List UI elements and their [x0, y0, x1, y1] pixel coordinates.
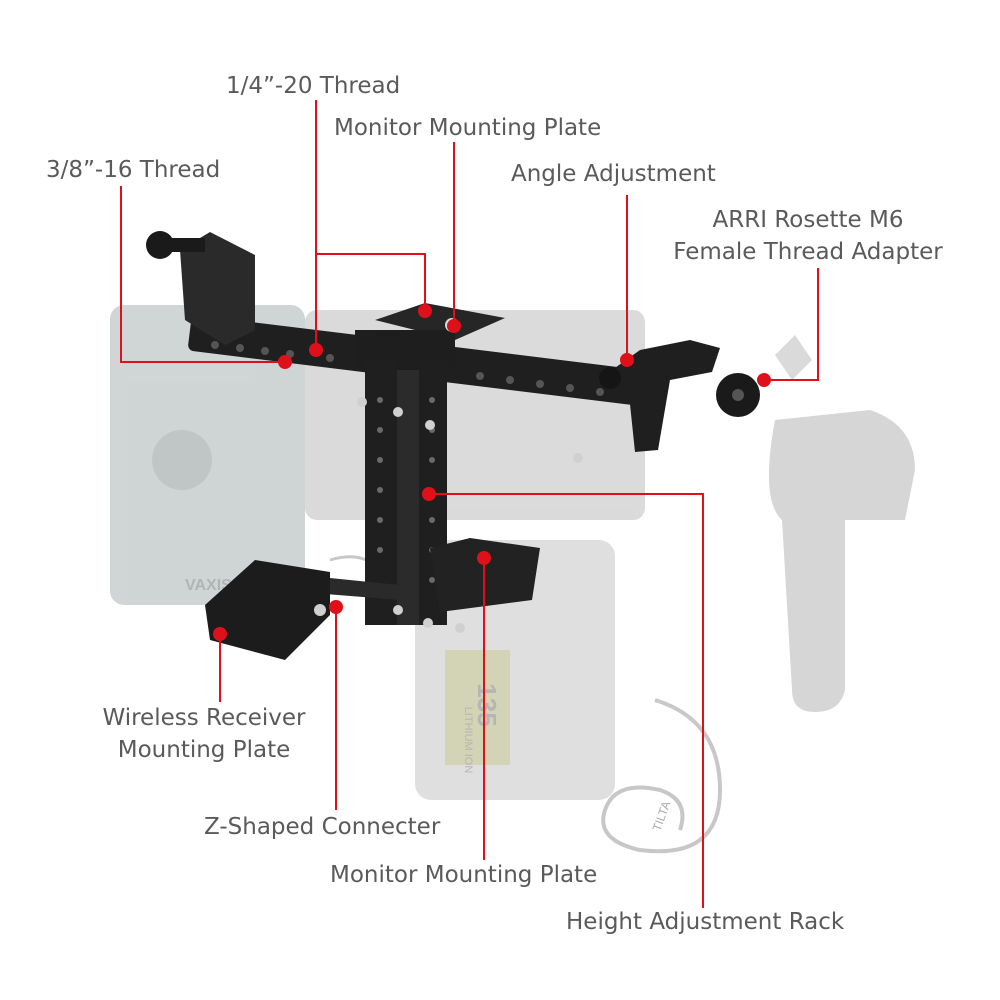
receiver-logo-text: VAXIS	[185, 577, 232, 594]
label-three-eighths-16-thread: 3/8”-16 Thread	[46, 157, 221, 183]
battery-brand-text: LITHIUM ION	[462, 707, 474, 774]
label-angle-adjustment: Angle Adjustment	[511, 161, 716, 187]
receiver-fan-ghost	[152, 430, 212, 490]
dot-z	[329, 600, 343, 614]
angle-adjustment-knob	[599, 367, 621, 389]
label-wireless-line1: Wireless Receiver	[102, 705, 306, 731]
angle-adjustment-arm	[605, 340, 720, 452]
left-angle-mount	[180, 232, 255, 345]
callout-line-1-4-branch	[316, 253, 426, 310]
rack-holes	[377, 397, 435, 583]
label-arri-line2: Female Thread Adapter	[673, 239, 943, 265]
callout-dots	[213, 304, 771, 641]
top-monitor-plate	[375, 303, 505, 340]
label-quarter-20-thread: 1/4”-20 Thread	[226, 73, 401, 99]
grip-ghost	[768, 410, 915, 712]
cable-brand-text: TILTA	[650, 799, 674, 833]
vertical-rack-middle	[397, 370, 419, 625]
label-height-adjustment-rack: Height Adjustment Rack	[566, 909, 845, 935]
dot-monitor-bottom	[477, 551, 491, 565]
dot-height	[422, 487, 436, 501]
battery-label-ghost	[445, 650, 510, 765]
wireless-receiver-plate	[205, 560, 330, 660]
dot-monitor-top	[447, 319, 461, 333]
rig-metal-parts	[146, 231, 760, 660]
grip-knob-ghost	[775, 335, 812, 380]
label-wireless-receiver: Wireless Receiver Mounting Plate	[90, 702, 318, 766]
dot-1-4-thread	[309, 343, 323, 357]
dot-3-8-thread	[278, 355, 292, 369]
label-z-shaped-connecter: Z-Shaped Connecter	[204, 814, 441, 840]
arri-rosette-center	[732, 389, 744, 401]
label-arri-line1: ARRI Rosette M6	[712, 207, 904, 233]
callout-line-arri	[764, 268, 819, 381]
label-monitor-plate-bottom: Monitor Mounting Plate	[330, 862, 598, 888]
bar-holes	[211, 341, 604, 396]
battery-logo-text: 135	[472, 683, 502, 726]
label-monitor-plate-top: Monitor Mounting Plate	[334, 115, 602, 141]
label-wireless-line2: Mounting Plate	[117, 737, 291, 763]
dot-wireless	[213, 627, 227, 641]
callout-line-height	[429, 493, 704, 908]
left-knob-stem	[160, 238, 205, 252]
dot-arri	[757, 373, 771, 387]
dot-angle	[620, 353, 634, 367]
label-arri-rosette: ARRI Rosette M6 Female Thread Adapter	[668, 204, 948, 268]
callout-line-3-8-thread	[120, 186, 282, 363]
cable-ghost	[601, 698, 723, 854]
silver-screws	[314, 397, 583, 633]
callout-lines	[120, 100, 819, 908]
dot-1-4-thread-b	[418, 304, 432, 318]
